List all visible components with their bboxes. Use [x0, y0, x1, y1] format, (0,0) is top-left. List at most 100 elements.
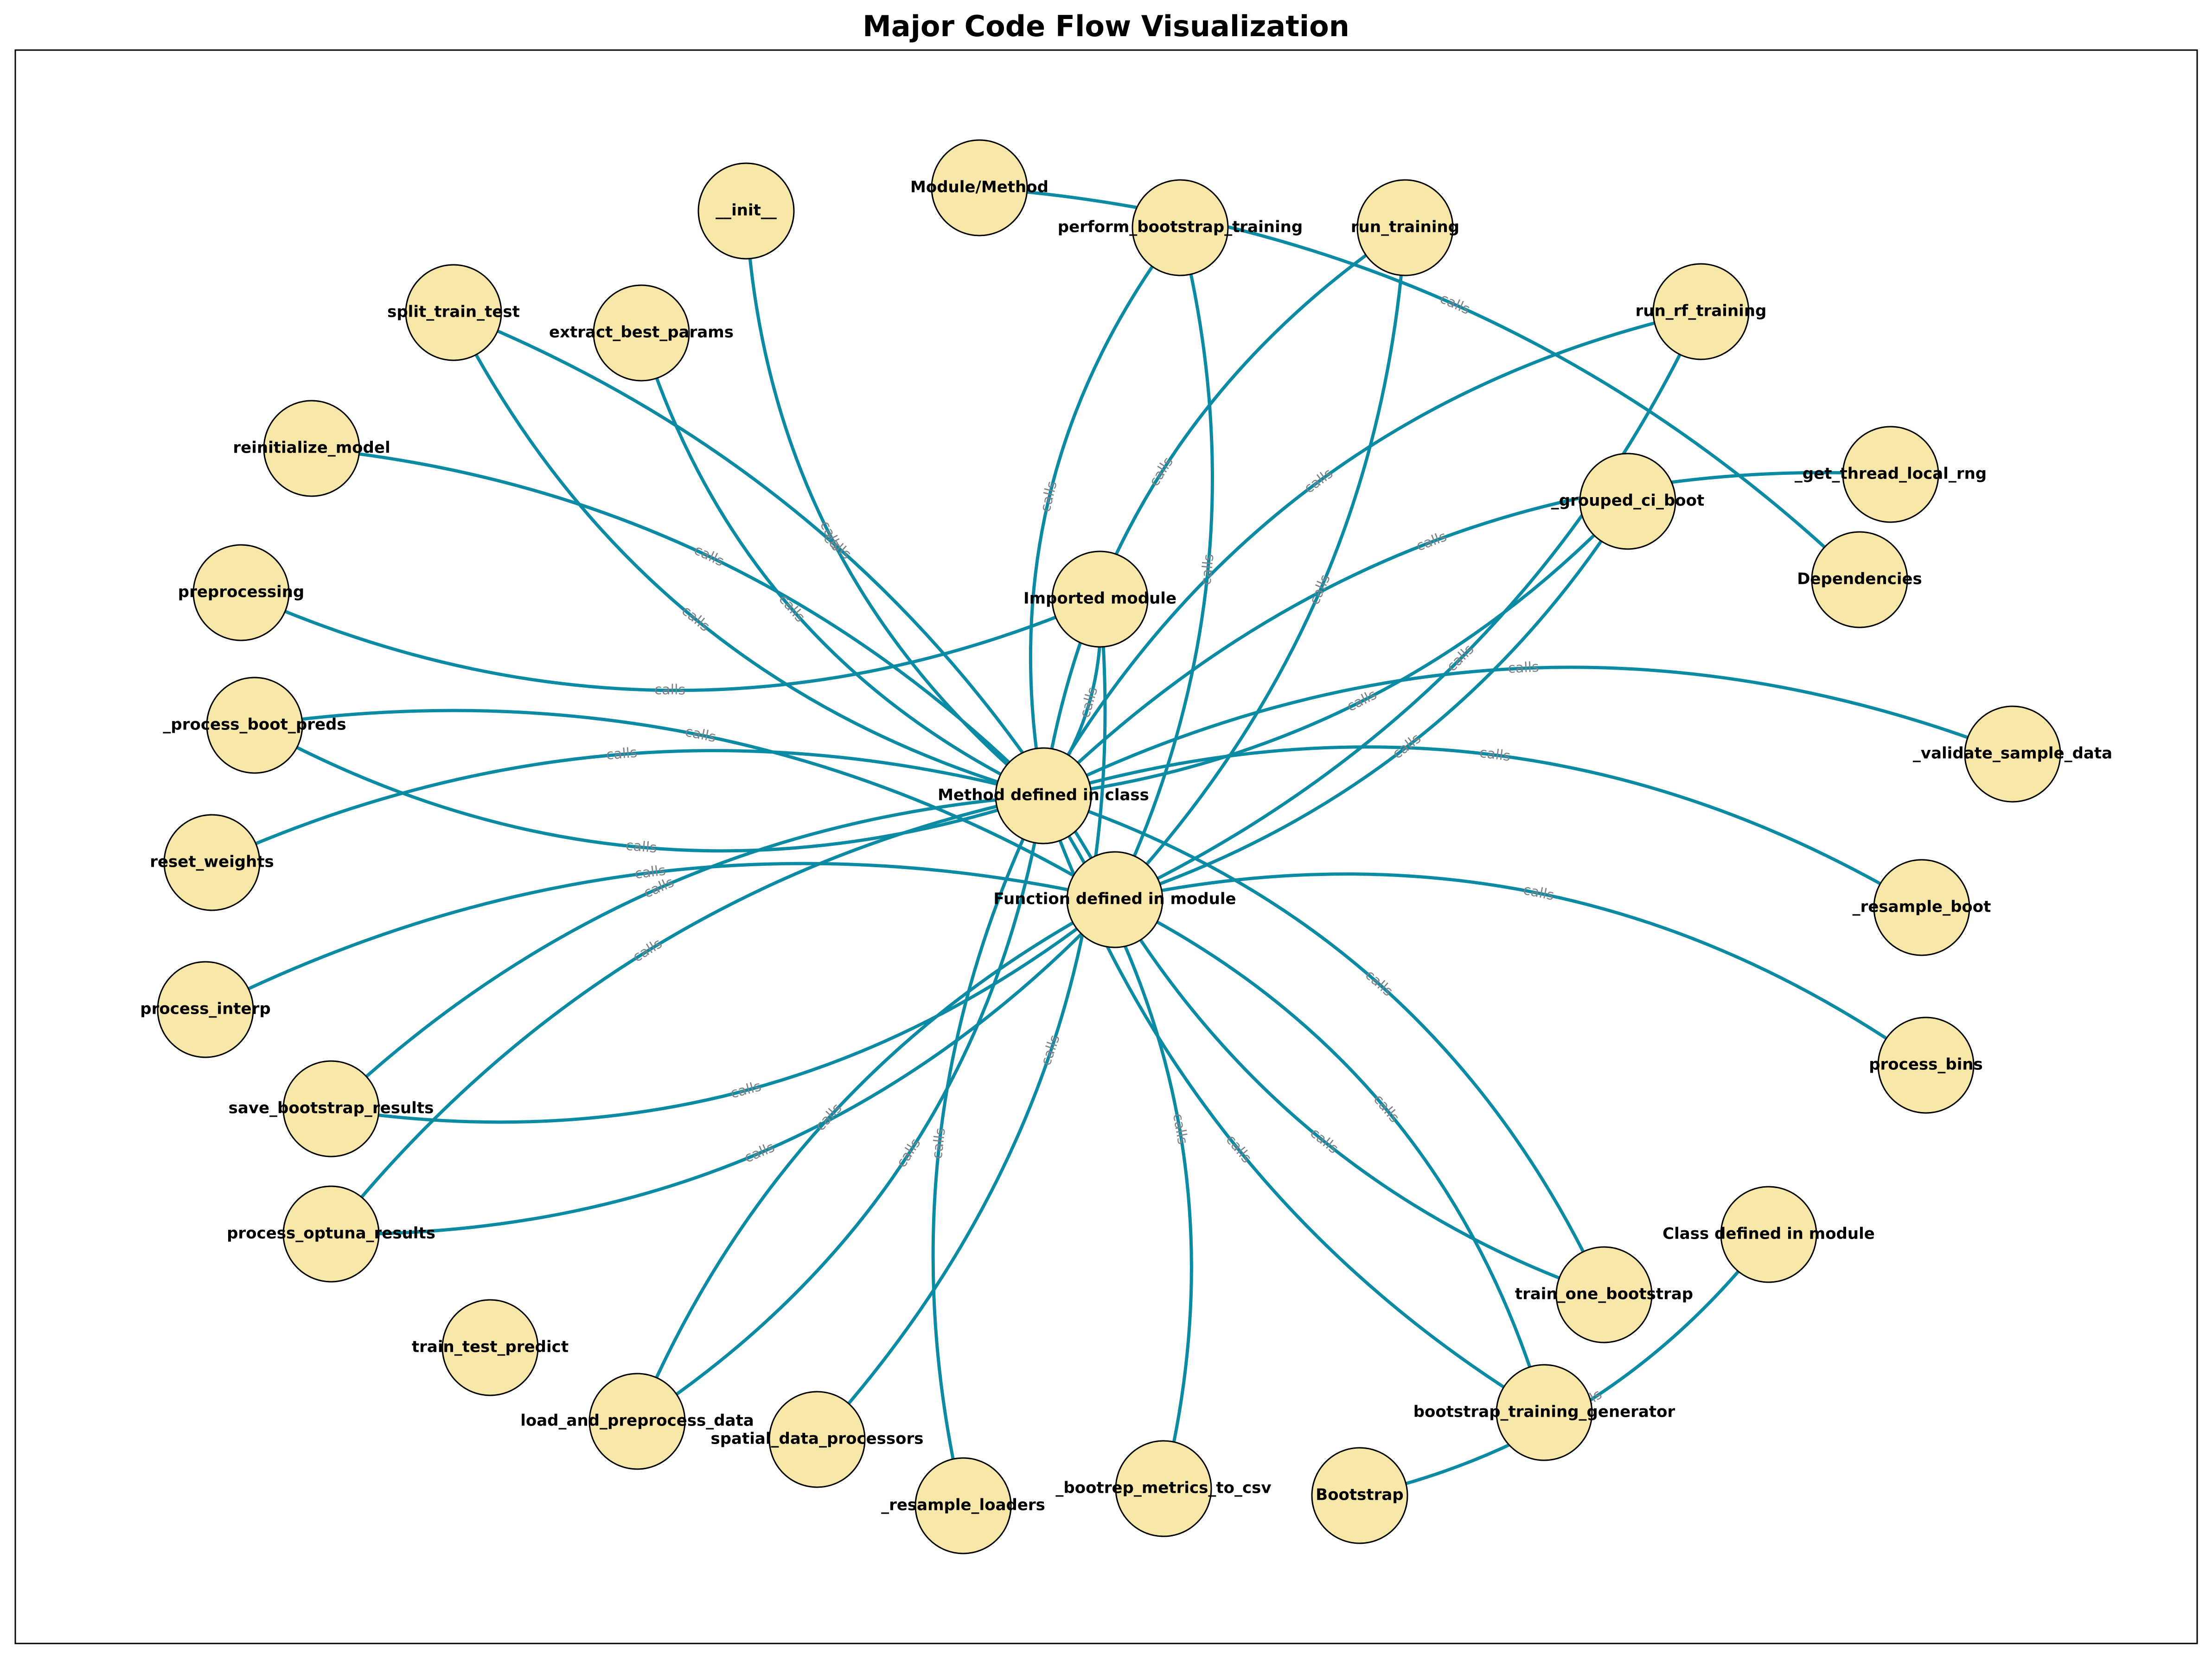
- node-reinitialize_model: reinitialize_model: [233, 400, 390, 497]
- node-label: _validate_sample_data: [1913, 744, 2112, 763]
- node-label: reinitialize_model: [233, 439, 390, 457]
- node-imported_module: Imported module: [1023, 550, 1176, 648]
- edge-process_bins-to-function: [1114, 872, 1927, 1067]
- edge-save_bootstrap_results-to-function: [331, 898, 1116, 1124]
- node-label: load_and_preprocess_data: [520, 1412, 754, 1430]
- node-label: Method defined in class: [938, 786, 1149, 805]
- edge-get_thread_local_rng-to-method: [1042, 471, 1891, 797]
- edge-label: calls: [1198, 553, 1217, 586]
- edge-extract_best_params-to-method: [639, 332, 1044, 798]
- node-label: spatial_data_processors: [710, 1430, 923, 1448]
- edge-resample_boot-to-method: [1043, 745, 1923, 909]
- node-label: Function defined in module: [993, 890, 1236, 908]
- edge-perform_bootstrap-to-function: [1113, 227, 1214, 901]
- node-dependencies: Dependencies: [1797, 531, 1922, 628]
- node-label: process_interp: [140, 1000, 270, 1018]
- node-module_method: Module/Method: [910, 139, 1048, 237]
- node-label: process_bins: [1869, 1055, 1983, 1074]
- node-process_bins: process_bins: [1869, 1017, 1983, 1114]
- node-label: _resample_loaders: [881, 1496, 1045, 1515]
- node-bootstrap_training_generator: bootstrap_training_generator: [1413, 1364, 1675, 1461]
- node-circle: [1877, 1017, 1975, 1114]
- node-label: extract_best_params: [549, 323, 734, 342]
- node-circle: [697, 162, 795, 260]
- edge-grouped_ci_boot-to-function: [1114, 500, 1629, 902]
- node-circle: [1356, 179, 1454, 276]
- node-circle: [1311, 1447, 1408, 1544]
- edge-resample_loaders-to-method: [931, 795, 1045, 1506]
- node-circle: [1579, 453, 1676, 550]
- node-circle: [1066, 851, 1164, 948]
- node-circle: [163, 814, 261, 911]
- node-circle: [282, 1185, 380, 1283]
- edge-label: calls: [929, 1127, 949, 1160]
- edge-train_one_bootstrap-to-function: [1113, 899, 1605, 1297]
- node-label: run_rf_training: [1636, 302, 1767, 320]
- node-label: _process_boot_preds: [163, 716, 346, 734]
- node-run_rf_training: run_rf_training: [1636, 263, 1767, 360]
- node-circle: [995, 747, 1092, 844]
- node-train_one_bootstrap: train_one_bootstrap: [1515, 1246, 1693, 1343]
- node-label: _grouped_ci_boot: [1551, 492, 1705, 510]
- node-perform_bootstrap: perform_bootstrap_training: [1058, 179, 1303, 276]
- node-reset_weights: reset_weights: [150, 814, 274, 911]
- edge-reset_weights-to-method: [211, 749, 1044, 864]
- plot-frame: [14, 49, 2198, 1644]
- node-label: Module/Method: [910, 178, 1048, 197]
- edge-label: calls: [1478, 745, 1511, 765]
- edge-grouped_ci_boot-to-method: [1043, 500, 1629, 798]
- node-label: __init__: [716, 201, 777, 220]
- node-train_test_predict: train_test_predict: [412, 1299, 569, 1396]
- node-process_interp: process_interp: [140, 961, 271, 1058]
- edge-process_optuna_results-to-method: [330, 794, 1044, 1235]
- node-circle: [157, 961, 254, 1058]
- node-circle: [1842, 426, 1939, 523]
- node-label: Bootstrap: [1316, 1486, 1403, 1504]
- edge-module_method-to-dependencies: [979, 186, 1861, 581]
- node-load_and_preprocess: load_and_preprocess_data: [520, 1373, 754, 1470]
- node-circle: [1496, 1364, 1593, 1461]
- node-extract_best_params: extract_best_params: [549, 284, 734, 382]
- node-method: Method defined in class: [938, 747, 1149, 844]
- node-circle: [192, 544, 290, 641]
- edge-process_boot_preds-to-method: [254, 723, 1044, 853]
- node-label: Dependencies: [1797, 570, 1922, 588]
- edge-train_one_bootstrap-to-method: [1042, 794, 1606, 1296]
- node-circle: [206, 677, 303, 774]
- node-label: run_training: [1351, 218, 1459, 237]
- node-label: train_one_bootstrap: [1515, 1285, 1693, 1304]
- node-label: Class defined in module: [1662, 1225, 1875, 1243]
- edge-bootstrap_training_generator-to-function: [1114, 898, 1546, 1413]
- node-circle: [1873, 859, 1970, 956]
- edge-process_interp-to-function: [205, 862, 1115, 1011]
- node-save_bootstrap_results: save_bootstrap_results: [229, 1060, 434, 1157]
- edge-run_training-to-function: [1113, 227, 1407, 901]
- edge-run_rf_training-to-method: [1042, 310, 1701, 797]
- edge-preprocessing-to-imported_module: [240, 591, 1101, 692]
- node-circle: [1652, 263, 1750, 360]
- node-circle: [1964, 705, 2061, 803]
- node-resample_loaders: _resample_loaders: [881, 1457, 1045, 1554]
- node-circle: [1811, 531, 1908, 628]
- edge-run_training-to-method: [1042, 226, 1406, 796]
- node-circle: [1115, 1440, 1212, 1537]
- node-function: Function defined in module: [993, 851, 1236, 948]
- node-circle: [593, 284, 690, 382]
- edge-label: calls: [1508, 659, 1540, 677]
- node-circle: [1132, 179, 1229, 276]
- node-label: _get_thread_local_rng: [1795, 465, 1987, 483]
- node-circle: [931, 139, 1028, 237]
- edge-load_and_preprocess-to-method: [636, 795, 1045, 1423]
- node-get_thread_local_rng: _get_thread_local_rng: [1795, 426, 1987, 523]
- node-resample_boot: _resample_boot: [1853, 859, 1991, 956]
- node-bootrep_metrics: _bootrep_metrics_to_csv: [1055, 1440, 1272, 1537]
- node-split_train_test: split_train_test: [387, 264, 520, 361]
- node-label: _resample_boot: [1853, 898, 1991, 916]
- node-label: preprocessing: [178, 583, 305, 601]
- edge-split_train_test-to-method: [452, 312, 1044, 798]
- diagram-title: Major Code Flow Visualization: [863, 9, 1349, 43]
- node-circle: [405, 264, 502, 361]
- node-run_training: run_training: [1351, 179, 1459, 276]
